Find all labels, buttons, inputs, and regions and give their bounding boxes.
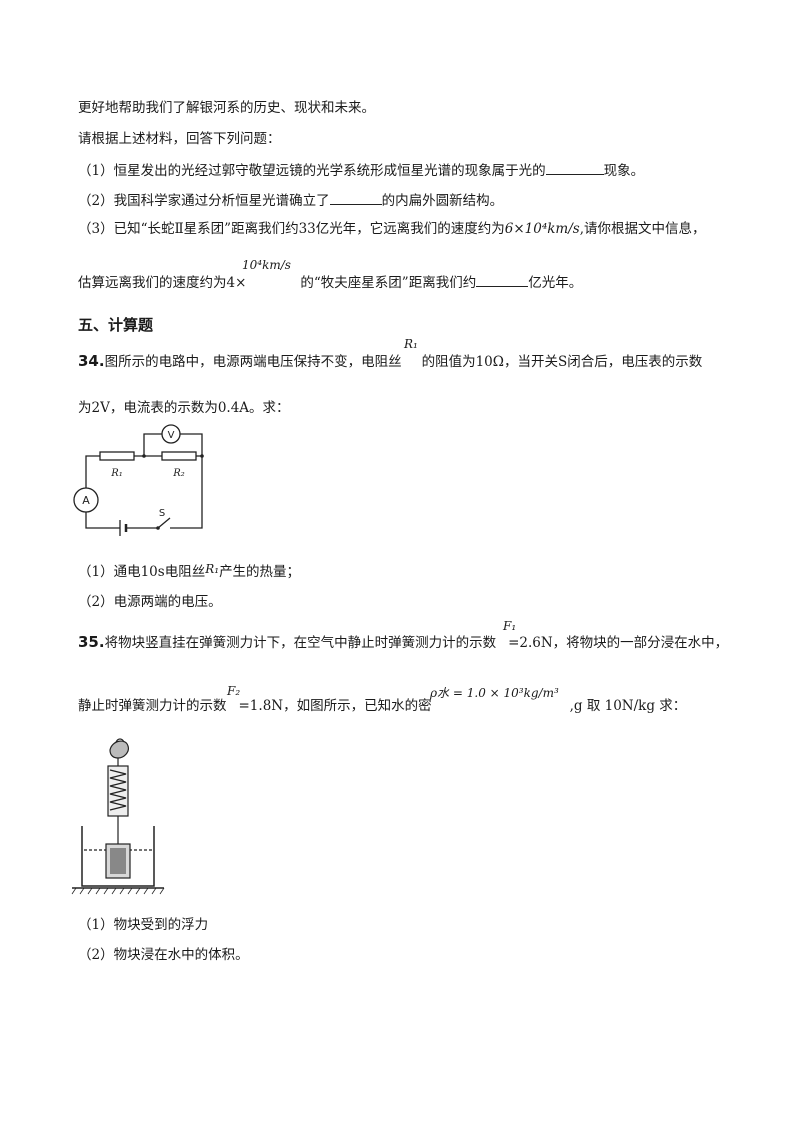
beaker xyxy=(81,826,155,887)
q34-sub2: （2）电源两端的电压。 xyxy=(78,594,222,610)
answer-blank[interactable] xyxy=(476,272,529,287)
hand-icon xyxy=(109,740,129,759)
q34-line2: 为2V，电流表的示数为0.4A。求： xyxy=(78,400,290,416)
q35-sub1: （1）物块受到的浮力 xyxy=(78,917,209,933)
answer-blank[interactable] xyxy=(329,190,382,205)
q35-line2-text: 静止时弹簧测力计的示数 xyxy=(78,698,227,714)
q34-sub1-text: （1）通电10s电阻丝 xyxy=(78,564,206,580)
q35-sub2: （2）物块浸在水中的体积。 xyxy=(78,947,249,963)
q33-part2-end: 的内扁外圆新结构。 xyxy=(381,193,504,209)
spring-scale-figure xyxy=(71,738,165,895)
q33-part3b-mid: 的“牧夫座星系团”距离我们约 xyxy=(300,275,477,291)
q33-part3-continued: 估算远离我们的速度约为4× 的“牧夫座星系团”距离我们约 亿光年。 xyxy=(78,272,582,292)
section-title: 五、计算题 xyxy=(78,316,154,334)
f2-symbol: F₂ xyxy=(227,684,241,698)
resistor-r2 xyxy=(161,451,197,461)
q34-sub1: （1）通电10s电阻丝R₁产生的热量； xyxy=(78,562,301,581)
speed-formula: 6×10⁴km/s xyxy=(504,221,580,237)
q34-line1-end: 的阻值为10Ω，当开关S闭合后，电压表的示数 xyxy=(421,354,703,370)
q33-part3b-text: 估算远离我们的速度约为4× xyxy=(78,275,247,291)
q33-part2-text: （2）我国科学家通过分析恒星光谱确立了 xyxy=(78,193,330,209)
r2-label: R₂ xyxy=(172,468,185,479)
q35-line1-text: 将物块竖直挂在弹簧测力计下，在空气中静止时弹簧测力计的示数 xyxy=(104,635,497,651)
switch-label: S xyxy=(159,508,165,519)
q33-part1: （1）恒星发出的光经过郭守敬望远镜的光学系统形成恒星光谱的现象属于光的 现象。 xyxy=(78,160,644,180)
q33-part3b-end: 亿光年。 xyxy=(528,275,583,291)
q35-line2-mid: =1.8N，如图所示，已知水的密 xyxy=(238,698,432,714)
question-number: 35. xyxy=(78,633,105,651)
q35-line1-end: =2.6N，将物块的一部分浸在水中， xyxy=(508,635,729,651)
q35-line2-end: ,g 取 10N/kg 求： xyxy=(569,698,687,714)
prompt-text: 请根据上述材料，回答下列问题： xyxy=(78,131,281,147)
q33-part3-end: ,请你根据文中信息， xyxy=(579,221,706,237)
q33-part3-text: （3）已知“长蛇Ⅱ星系团”距离我们约33亿光年，它远离我们的速度约为 xyxy=(78,221,505,237)
material-end-text: 更好地帮助我们了解银河系的历史、现状和未来。 xyxy=(78,100,375,116)
density-formula: ρ水 = 1.0 × 10³kg/m³ xyxy=(430,686,559,700)
q35-line2: 静止时弹簧测力计的示数 =1.8N，如图所示，已知水的密 ,g 取 10N/kg 求… xyxy=(78,697,686,715)
resistor-r1 xyxy=(99,451,135,461)
voltmeter-label: V xyxy=(168,430,175,441)
r1-symbol: R₁ xyxy=(404,337,418,351)
speed-formula-raised: 10⁴km/s xyxy=(242,258,291,272)
q33-part1-end: 现象。 xyxy=(603,163,645,179)
q34-sub1-end: 产生的热量； xyxy=(219,564,301,580)
r1-label: R₁ xyxy=(110,468,123,479)
q35-line1: 35.将物块竖直挂在弹簧测力计下，在空气中静止时弹簧测力计的示数 =2.6N，将物… xyxy=(78,633,728,652)
q33-part3: （3）已知“长蛇Ⅱ星系团”距离我们约33亿光年，它远离我们的速度约为6×10⁴k… xyxy=(78,220,706,238)
f1-symbol: F₁ xyxy=(503,619,517,633)
question-number: 34. xyxy=(78,352,105,370)
r1-symbol-inline: R₁ xyxy=(205,562,220,576)
ammeter-label: A xyxy=(82,494,90,507)
q33-part1-text: （1）恒星发出的光经过郭守敬望远镜的光学系统形成恒星光谱的现象属于光的 xyxy=(78,163,546,179)
circuit-diagram: V A R₁ R₂ S xyxy=(73,424,204,536)
q34-line1-text: 图所示的电路中，电源两端电压保持不变，电阻丝 xyxy=(104,354,402,370)
q33-part2: （2）我国科学家通过分析恒星光谱确立了 的内扁外圆新结构。 xyxy=(78,190,503,210)
q34-line1: 34.图所示的电路中，电源两端电压保持不变，电阻丝 的阻值为10Ω，当开关S闭合后… xyxy=(78,352,702,371)
answer-blank[interactable] xyxy=(545,160,604,175)
